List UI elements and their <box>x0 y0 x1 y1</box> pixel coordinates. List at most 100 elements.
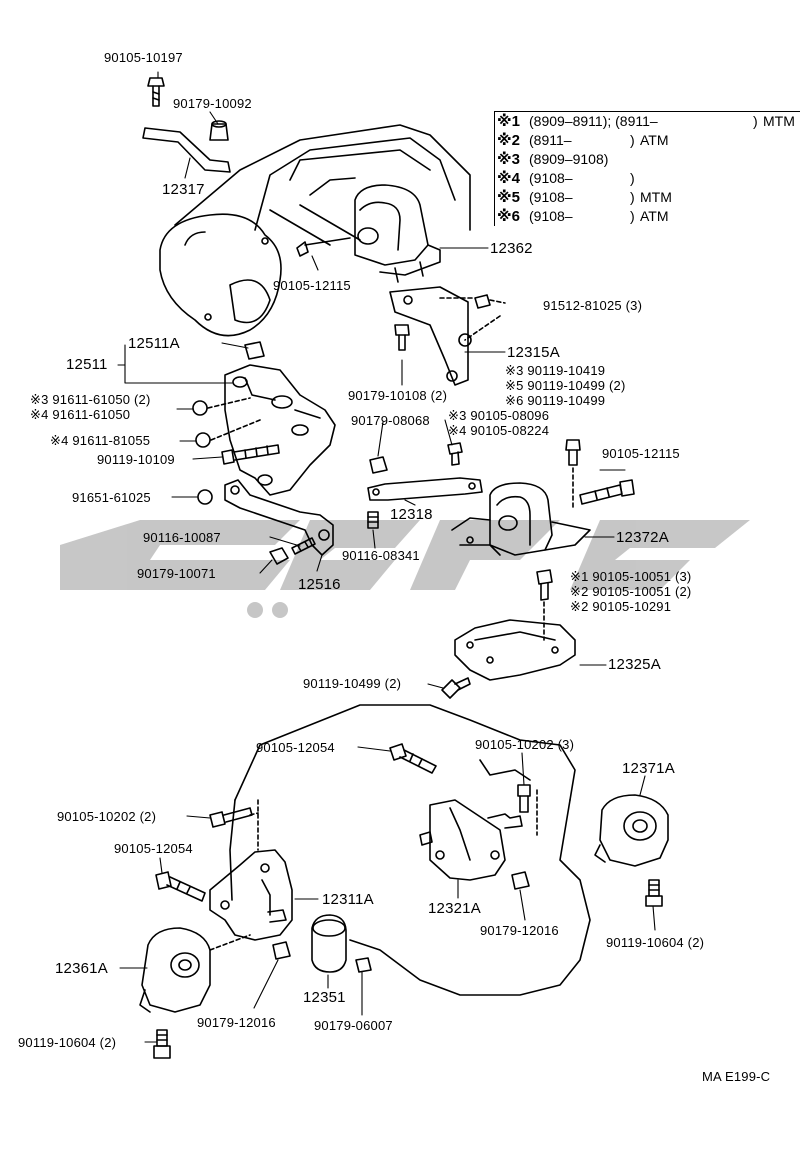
nut-90179-08068-icon <box>369 456 388 474</box>
bolt-90105-10202-icon <box>517 784 538 836</box>
legend-row-1: ※1 (8909–8911); (8911– ) MTM <box>495 112 800 131</box>
bracket-12516 <box>224 479 334 556</box>
bolt-90119-10604-icon <box>645 879 663 907</box>
part-label: 12511A <box>128 335 180 352</box>
bracket-12321A <box>419 799 523 881</box>
mount-12362 <box>296 184 441 283</box>
legend-type: MTM <box>640 189 672 205</box>
part-label: 90105-10202 (2) <box>57 809 157 824</box>
part-label: 90119-10604 (2) <box>606 935 705 950</box>
bolt-90116-10087-icon <box>291 537 316 555</box>
part-label: 90119-10109 <box>97 452 175 467</box>
bolt-90119-10604-left-icon <box>153 1029 171 1059</box>
part-label: 12321A <box>428 900 481 917</box>
legend-type: ATM <box>640 208 669 224</box>
washer-icons <box>192 397 261 505</box>
nut-90179-10092-icon <box>209 120 229 141</box>
legend-range: (8909–8911); (8911– <box>529 113 658 129</box>
diagram-code: MA E199-C <box>702 1069 771 1084</box>
part-label: ※4 90105-08224 <box>448 423 550 438</box>
legend-row-6: ※6 (9108– ) ATM <box>495 207 800 226</box>
part-label: ※3 91611-61050 (2) <box>30 392 151 407</box>
engine-upper-outline <box>174 124 471 246</box>
part-label: ※1 90105-10051 (3) <box>570 569 692 584</box>
part-label: ※4 91611-81055 <box>50 433 151 448</box>
nut-90179-12016-icon <box>511 871 530 890</box>
part-label: 90179-10071 <box>137 566 216 581</box>
part-label: 90179-06007 <box>314 1018 393 1033</box>
legend-close: ) <box>630 208 635 224</box>
mount-12361A <box>139 927 251 1013</box>
legend-type: MTM <box>763 113 795 129</box>
legend-row-5: ※5 (9108– ) MTM <box>495 188 800 207</box>
legend-range: (9108– <box>529 170 573 186</box>
nut-90179-06007-icon <box>355 957 372 973</box>
legend-mark: ※6 <box>497 208 520 225</box>
part-label: 91512-81025 (3) <box>543 298 643 313</box>
nut-90179-12016-left-icon <box>272 941 291 960</box>
legend-mark: ※5 <box>497 189 520 206</box>
part-label: 90119-10499 (2) <box>303 676 402 691</box>
part-label: 12372A <box>616 529 669 546</box>
part-label: 12516 <box>298 576 341 593</box>
legend-mark: ※4 <box>497 170 520 187</box>
part-label: ※5 90119-10499 (2) <box>505 378 626 393</box>
legend-row-2: ※2 (8911– ) ATM <box>495 131 800 150</box>
applicability-legend: ※1 (8909–8911); (8911– ) MTM ※2 (8911– )… <box>494 111 800 226</box>
part-label: 90105-12115 <box>273 278 351 293</box>
part-label: 90105-12054 <box>256 740 335 755</box>
bolt-90105-10051-icon <box>536 569 553 641</box>
part-label: 90105-10202 (3) <box>475 737 575 752</box>
legend-close: ) <box>753 113 758 129</box>
mount-12371A <box>594 794 669 867</box>
bolt-90105-08096-icon <box>447 442 463 466</box>
part-label: 12361A <box>55 960 108 977</box>
watermark-logo <box>60 520 750 618</box>
part-label: 12317 <box>162 181 205 198</box>
bracket-12311A <box>209 849 293 941</box>
legend-range: (9108– <box>529 189 573 205</box>
part-label: 90105-12115 <box>602 446 680 461</box>
part-label: 90116-08341 <box>342 548 420 563</box>
legend-row-3: ※3 (8909–9108) <box>495 150 800 169</box>
part-label: 12511 <box>66 356 108 373</box>
part-label: 90116-10087 <box>143 530 221 545</box>
part-label: 12325A <box>608 656 661 673</box>
part-label: ※3 90119-10419 <box>505 363 606 378</box>
legend-type: ATM <box>640 132 669 148</box>
legend-range: (9108– <box>529 208 573 224</box>
legend-mark: ※1 <box>497 113 520 130</box>
mount-12372A <box>451 482 591 556</box>
bolt-90105-10197-icon <box>147 77 165 107</box>
part-label: 12362 <box>490 240 533 257</box>
bracket-12317 <box>142 127 231 173</box>
transmission-housing <box>159 213 282 337</box>
legend-close: ) <box>630 170 635 186</box>
bracket-12325A <box>454 619 576 681</box>
part-label: 90105-12054 <box>114 841 193 856</box>
legend-close: ) <box>630 189 635 205</box>
stay-12318 <box>367 477 483 501</box>
bolt-90119-10499-icon <box>441 677 471 699</box>
legend-row-4: ※4 (9108– ) <box>495 169 800 188</box>
part-label: 12311A <box>322 891 374 908</box>
leader-lines <box>117 71 656 1043</box>
part-label: 90119-10604 (2) <box>18 1035 117 1050</box>
bolt-90119-10419-icon <box>565 439 581 511</box>
bolt-90105-12115-icon <box>579 479 635 505</box>
bolt-90116-08341-icon <box>367 511 379 529</box>
part-label: ※6 90119-10499 <box>505 393 606 408</box>
bolt-90105-10202-left-icon <box>209 799 259 851</box>
bolt-90105-12054-left-icon <box>155 871 206 902</box>
part-label: 90179-08068 <box>351 413 430 428</box>
part-label: 12318 <box>390 506 433 523</box>
bolt-90119-10109-icon <box>221 444 280 465</box>
legend-close: ) <box>630 132 635 148</box>
legend-range: (8909–9108) <box>529 151 609 167</box>
part-label: 90179-12016 <box>197 1015 276 1030</box>
part-label: 12351 <box>303 989 346 1006</box>
part-label: 90179-10108 (2) <box>348 388 448 403</box>
part-label: 12371A <box>622 760 675 777</box>
nut-12511A-icon <box>244 341 265 360</box>
